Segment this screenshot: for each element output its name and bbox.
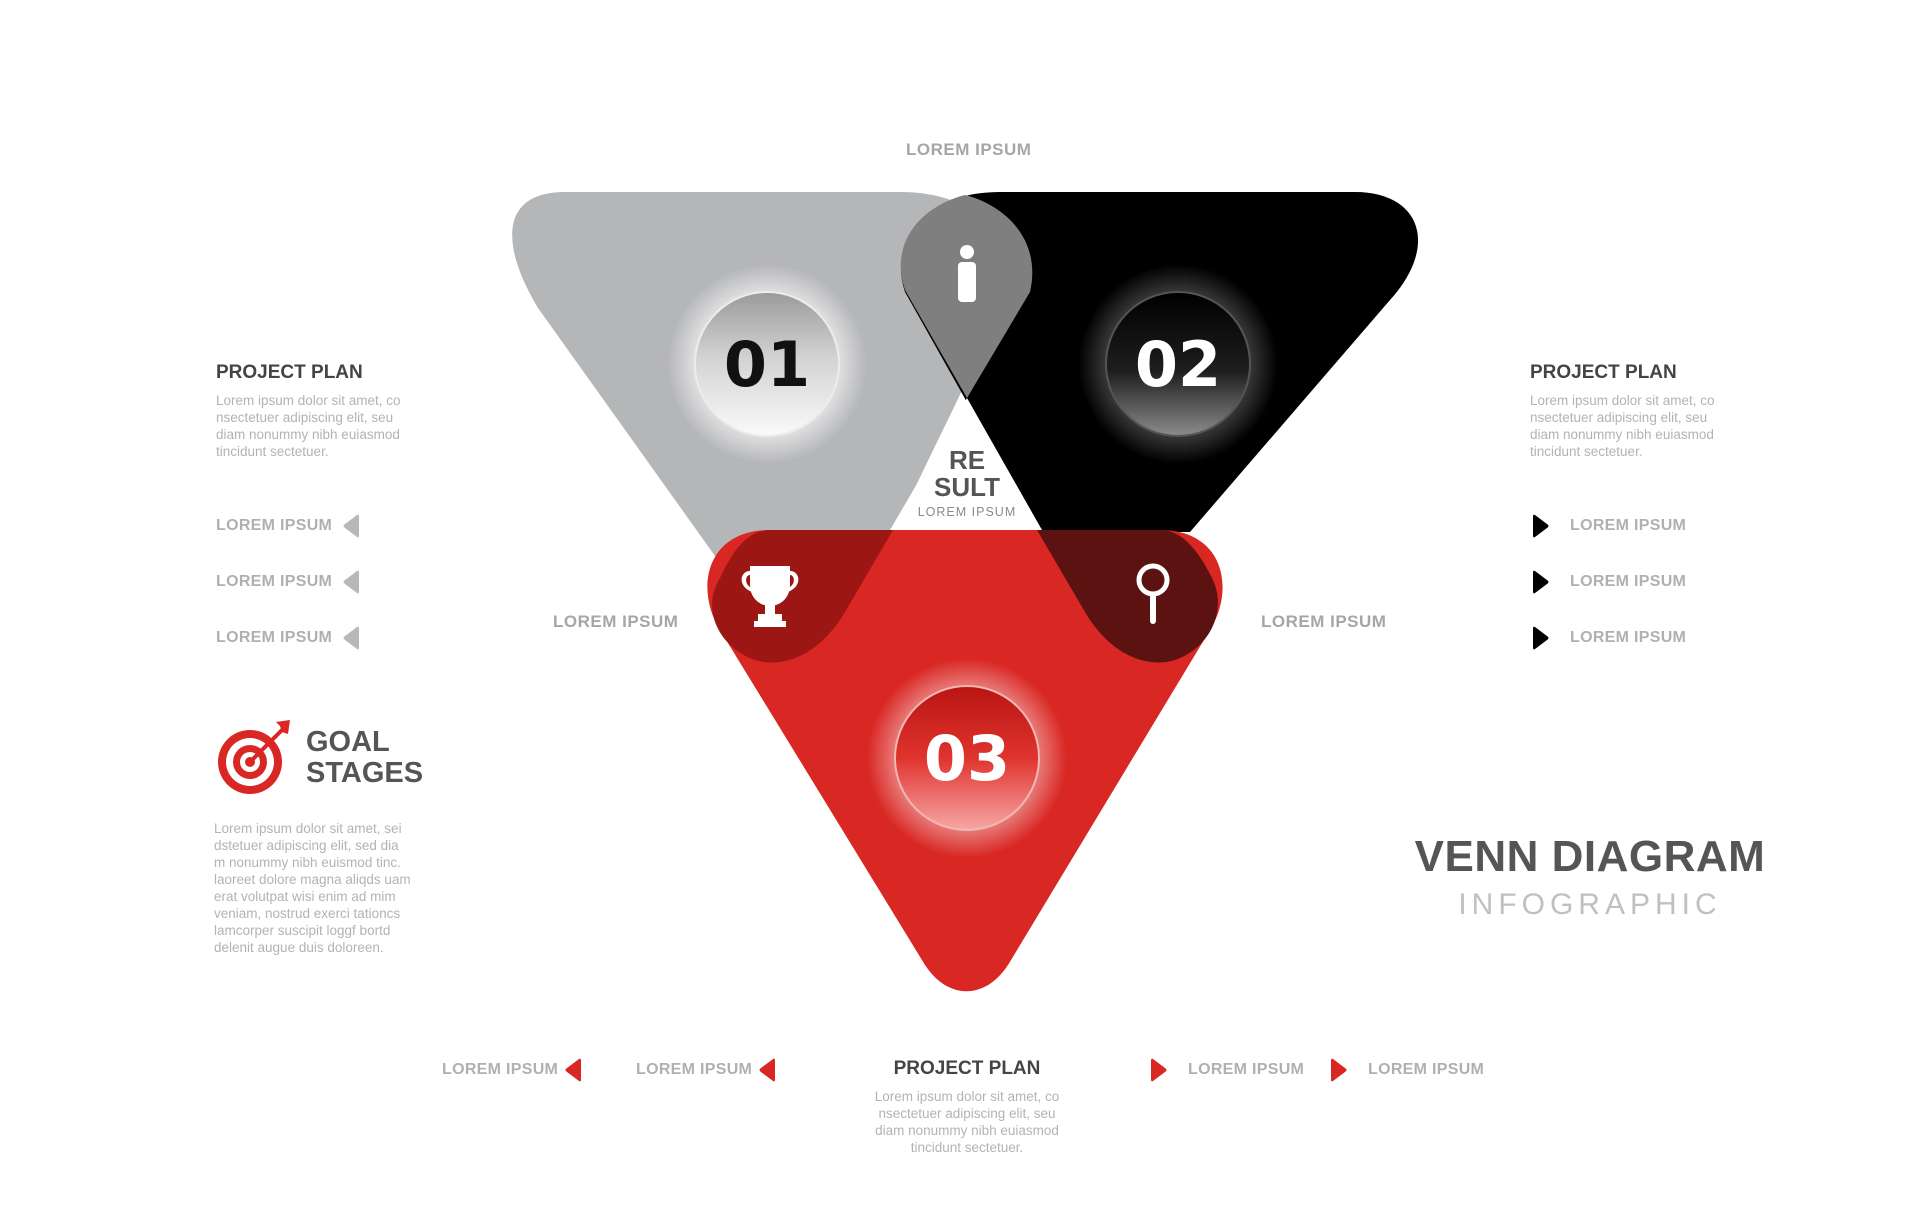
badge-02-number: 02 <box>1135 328 1221 401</box>
right-list: LOREM IPSUM LOREM IPSUM LOREM IPSUM <box>1530 498 1686 666</box>
body-line: diam nonummy nibh euiasmod <box>875 1123 1059 1138</box>
heading-block: VENN DIAGRAM INFOGRAPHIC <box>1400 832 1780 922</box>
body-line: Lorem ipsum dolor sit amet, co <box>874 1089 1060 1104</box>
body-line: delenit augue duis doloreen. <box>214 940 384 955</box>
result-line2: SULT <box>934 472 1000 502</box>
arrow-right-icon <box>1331 1058 1347 1082</box>
arrow-left-icon <box>343 570 359 594</box>
list-item-label: LOREM IPSUM <box>1368 1061 1485 1078</box>
bottom-project-block: PROJECT PLAN Lorem ipsum dolor sit amet,… <box>857 1058 1077 1156</box>
arrow-right-icon <box>1533 570 1549 594</box>
right-side-label: LOREM IPSUM <box>1261 612 1387 631</box>
list-item: LOREM IPSUM <box>216 554 362 610</box>
list-item-label: LOREM IPSUM <box>1570 629 1687 646</box>
body-line: diam nonummy nibh euiasmod <box>1530 427 1714 442</box>
body-line: nsectetuer adipiscing elit, seu <box>1530 410 1708 425</box>
result-caption: LOREM IPSUM <box>918 505 1017 519</box>
list-item-label: LOREM IPSUM <box>216 573 333 590</box>
right-project-title: PROJECT PLAN <box>1530 362 1677 383</box>
left-project-body: Lorem ipsum dolor sit amet, co nsectetue… <box>216 392 456 460</box>
result-line1: RE <box>949 445 985 475</box>
arrow-left-icon <box>343 514 359 538</box>
bottom-left-list: LOREM IPSUM LOREM IPSUM <box>442 1058 778 1082</box>
left-side-label: LOREM IPSUM <box>553 612 679 631</box>
body-line: lamcorper suscipit loggf bortd <box>214 923 391 938</box>
bottom-right-list: LOREM IPSUM LOREM IPSUM <box>1148 1058 1484 1082</box>
left-project-title: PROJECT PLAN <box>216 362 363 383</box>
body-line: nsectetuer adipiscing elit, seu <box>216 410 394 425</box>
body-line: Lorem ipsum dolor sit amet, co <box>1530 393 1715 408</box>
goal-stages-block: GOAL STAGES Lorem ipsum dolor sit amet, … <box>214 716 434 956</box>
right-project-body: Lorem ipsum dolor sit amet, co nsectetue… <box>1530 392 1770 460</box>
heading-subtitle: INFOGRAPHIC <box>1458 888 1722 921</box>
goal-line2: STAGES <box>306 757 424 789</box>
body-line: Lorem ipsum dolor sit amet, co <box>216 393 401 408</box>
body-line: tincidunt sectetuer. <box>910 1140 1024 1155</box>
list-item: LOREM IPSUM <box>216 610 362 666</box>
arrow-left-icon <box>565 1058 581 1082</box>
list-item-label: LOREM IPSUM <box>442 1061 559 1078</box>
arrow-right-icon <box>1533 514 1549 538</box>
body-line: diam nonummy nibh euiasmod <box>216 427 400 442</box>
left-project-block: PROJECT PLAN Lorem ipsum dolor sit amet,… <box>216 362 456 460</box>
trophy-icon <box>741 566 799 627</box>
list-item-label: LOREM IPSUM <box>216 629 333 646</box>
goal-line1: GOAL <box>306 726 390 758</box>
magnifier-icon <box>1136 563 1170 624</box>
arrow-right-icon <box>1151 1058 1167 1082</box>
list-item: LOREM IPSUM <box>1530 554 1686 610</box>
arrow-left-icon <box>343 626 359 650</box>
list-item-label: LOREM IPSUM <box>1188 1061 1305 1078</box>
body-line: dstetuer adipiscing elit, sed dia <box>214 838 399 853</box>
badge-01-number: 01 <box>724 328 810 401</box>
right-project-block: PROJECT PLAN Lorem ipsum dolor sit amet,… <box>1530 362 1770 460</box>
body-line: laoreet dolore magna aliqds uam <box>214 872 411 887</box>
top-label: LOREM IPSUM <box>906 140 1032 159</box>
list-item-label: LOREM IPSUM <box>216 517 333 534</box>
person-icon <box>958 245 976 302</box>
bottom-project-body: Lorem ipsum dolor sit amet, co nsectetue… <box>857 1088 1077 1156</box>
body-line: nsectetuer adipiscing elit, seu <box>878 1106 1056 1121</box>
heading-title: VENN DIAGRAM <box>1414 832 1766 881</box>
body-line: tincidunt sectetuer. <box>1530 444 1643 459</box>
bottom-project-title: PROJECT PLAN <box>893 1058 1041 1079</box>
badge-02: 02 <box>1078 264 1278 464</box>
list-item: LOREM IPSUM <box>216 498 362 554</box>
overlap-left <box>712 530 893 663</box>
list-item-label: LOREM IPSUM <box>1570 573 1687 590</box>
body-line: erat volutpat wisi enim ad mim <box>214 889 396 904</box>
body-line: Lorem ipsum dolor sit amet, sei <box>214 821 402 836</box>
list-item: LOREM IPSUM <box>1530 610 1686 666</box>
list-item-label: LOREM IPSUM <box>1570 517 1687 534</box>
badge-03-number: 03 <box>924 722 1010 795</box>
left-list: LOREM IPSUM LOREM IPSUM LOREM IPSUM <box>216 498 362 666</box>
body-line: veniam, nostrud exerci tationcs <box>214 906 401 921</box>
list-item: LOREM IPSUM <box>1530 498 1686 554</box>
badge-03: 03 <box>867 658 1067 858</box>
target-icon <box>218 720 290 794</box>
badge-01: 01 <box>667 264 867 464</box>
body-line: tincidunt sectetuer. <box>216 444 329 459</box>
goal-body: Lorem ipsum dolor sit amet, sei dstetuer… <box>214 820 434 956</box>
center-result-area <box>890 398 1042 530</box>
arrow-left-icon <box>759 1058 775 1082</box>
list-item-label: LOREM IPSUM <box>636 1061 753 1078</box>
arrow-right-icon <box>1533 626 1549 650</box>
body-line: m nonummy nibh euismod tinc. <box>214 855 401 870</box>
overlap-right <box>1037 530 1218 663</box>
